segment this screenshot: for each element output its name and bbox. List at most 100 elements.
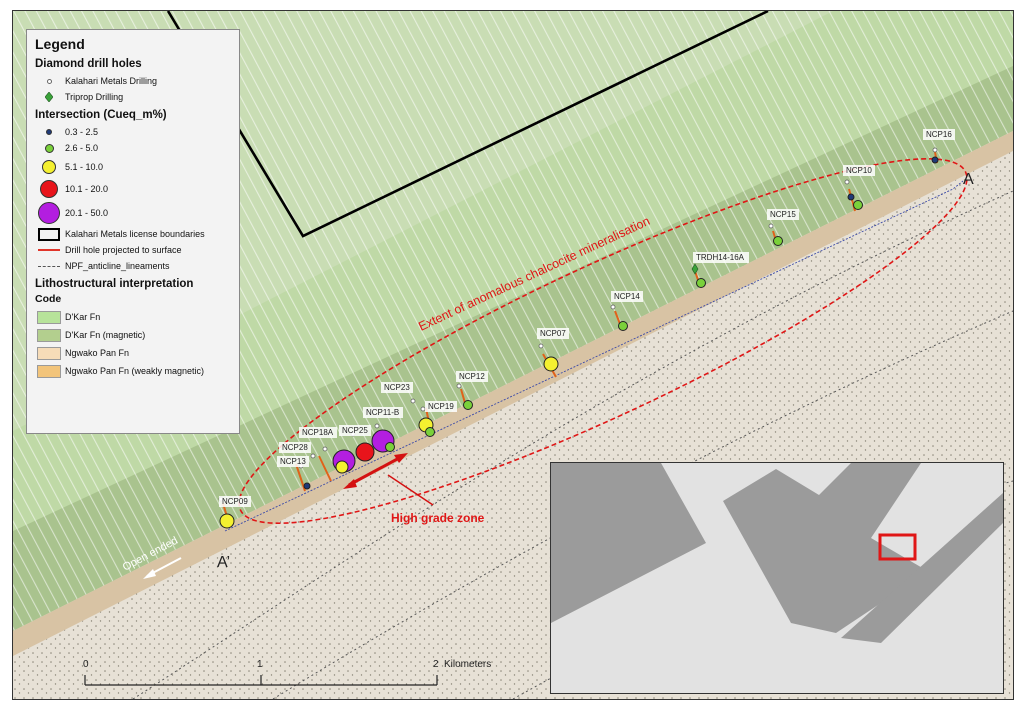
red-line-icon xyxy=(37,249,61,251)
intersection-ncp11b-b[interactable] xyxy=(385,442,395,452)
intersection-ncp15[interactable] xyxy=(773,236,783,246)
section-label-a: A xyxy=(963,171,974,188)
inset-locator-map[interactable] xyxy=(550,462,1004,694)
high-grade-label: High grade zone xyxy=(391,511,485,525)
legend-item-kalahari-drilling: Kalahari Metals Drilling xyxy=(37,73,231,89)
anticline-lineament-1 xyxy=(132,190,1013,699)
collar-dot xyxy=(322,446,328,452)
map-legend: Legend Diamond drill holes Kalahari Meta… xyxy=(26,29,240,434)
label-box xyxy=(611,291,643,302)
scale-bar: 0 1 2 Kilometers xyxy=(78,655,508,691)
scale-tick-2: 2 xyxy=(433,659,439,670)
label-ncp10: NCP10 xyxy=(846,166,872,175)
legend-label: D'Kar Fn xyxy=(65,312,101,322)
legend-item-drill-trace: Drill hole projected to surface xyxy=(37,242,231,258)
legend-item-grade-2: 2.6 - 5.0 xyxy=(37,140,231,156)
inset-landmass-central xyxy=(723,463,931,633)
legend-item-dkar: D'Kar Fn xyxy=(37,308,231,326)
grade-dot-icon xyxy=(37,143,61,153)
drill-trace xyxy=(614,310,621,325)
label-trdh14-16a: TRDH14-16A xyxy=(696,253,745,262)
small-white-dot-icon xyxy=(37,78,61,84)
inset-landmass-east xyxy=(841,493,1003,643)
legend-label: NPF_anticline_lineaments xyxy=(65,261,170,271)
label-box xyxy=(767,209,799,220)
grade-dot-icon xyxy=(37,129,61,135)
label-box xyxy=(425,401,457,412)
label-ncp14: NCP14 xyxy=(614,292,640,301)
drill-trace xyxy=(460,388,466,404)
inset-canvas xyxy=(551,463,1003,693)
label-ncp16: NCP16 xyxy=(926,130,952,139)
legend-item-grade-4: 10.1 - 20.0 xyxy=(37,178,231,200)
grade-dot-icon xyxy=(37,160,61,174)
section-label-a-prime: A’ xyxy=(217,554,230,571)
label-box xyxy=(363,407,403,418)
intersection-ncp19[interactable] xyxy=(425,427,435,437)
green-diamond-icon xyxy=(37,92,61,102)
drill-trace xyxy=(295,463,306,492)
grade-dot-icon xyxy=(37,202,61,224)
legend-label: Kalahari Metals license boundaries xyxy=(65,229,205,239)
legend-title: Legend xyxy=(35,36,85,52)
label-ncp18a: NCP18A xyxy=(302,428,334,437)
legend-item-dkar-magnetic: D'Kar Fn (magnetic) xyxy=(37,326,231,344)
collar-dot xyxy=(932,147,938,153)
high-grade-arrow-shaft xyxy=(348,455,402,487)
label-ncp12: NCP12 xyxy=(459,372,485,381)
grade-dot-icon xyxy=(37,180,61,198)
legend-label: D'Kar Fn (magnetic) xyxy=(65,330,146,340)
swatch-icon xyxy=(37,364,61,378)
label-box xyxy=(299,427,337,438)
black-rectangle-icon xyxy=(37,227,61,241)
intersections xyxy=(219,156,939,529)
legend-item-ngwako: Ngwako Pan Fn xyxy=(37,344,231,362)
mineralisation-extent-ellipse[interactable] xyxy=(209,104,997,578)
collar-dot xyxy=(410,398,416,404)
inset-location-box[interactable] xyxy=(878,533,917,561)
section-line[interactable] xyxy=(224,180,964,532)
contact-zone xyxy=(13,131,1013,656)
intersection-ncp10-a[interactable] xyxy=(847,193,855,201)
collar-dot xyxy=(538,343,544,349)
intersection-trdh14-16a[interactable] xyxy=(696,278,706,288)
label-box xyxy=(279,442,311,453)
legend-item-license-boundary: Kalahari Metals license boundaries xyxy=(37,226,231,242)
scale-tick-1: 1 xyxy=(257,659,263,670)
collar-dot xyxy=(610,304,616,310)
intersection-ncp25[interactable] xyxy=(355,442,375,462)
intersection-ncp09[interactable] xyxy=(219,513,235,529)
drill-section-heading: Diamond drill holes xyxy=(35,58,142,70)
intersection-ncp13[interactable] xyxy=(303,482,311,490)
label-ncp15: NCP15 xyxy=(770,210,796,219)
swatch-icon xyxy=(37,346,61,360)
label-ncp28: NCP28 xyxy=(282,443,308,452)
legend-label: Ngwako Pan Fn xyxy=(65,348,130,358)
intersection-ncp07[interactable] xyxy=(543,356,559,372)
dkar-hatching xyxy=(13,11,1013,631)
drill-hole-labels: NCP16 NCP10 NCP15 TRDH14-16A NCP14 NCP07… xyxy=(219,129,955,507)
swatch-icon xyxy=(37,328,61,342)
triprop-diamond-marker xyxy=(691,263,699,275)
collar-dot xyxy=(374,423,380,429)
collar-dot xyxy=(310,453,316,459)
legend-label: 20.1 - 50.0 xyxy=(65,208,109,218)
intersection-ncp12[interactable] xyxy=(463,400,473,410)
intersection-ncp16[interactable] xyxy=(931,156,939,164)
drill-trace xyxy=(318,455,332,482)
label-box xyxy=(693,252,749,263)
legend-label: 0.3 - 2.5 xyxy=(65,127,99,137)
scale-unit: Kilometers xyxy=(444,659,491,670)
high-grade-arrow-head-right xyxy=(394,453,408,463)
legend-item-grade-3: 5.1 - 10.0 xyxy=(37,156,231,178)
label-box xyxy=(537,328,569,339)
label-ncp25: NCP25 xyxy=(342,426,368,435)
label-box xyxy=(456,371,488,382)
label-ncp13: NCP13 xyxy=(280,457,306,466)
intersection-ncp10-b[interactable] xyxy=(853,200,863,210)
label-box xyxy=(923,129,955,140)
intersection-ncp14[interactable] xyxy=(618,321,628,331)
legend-item-triprop-drilling: Triprop Drilling xyxy=(37,89,231,105)
dashed-line-icon xyxy=(37,265,61,267)
intersection-ncp28[interactable] xyxy=(335,460,349,474)
